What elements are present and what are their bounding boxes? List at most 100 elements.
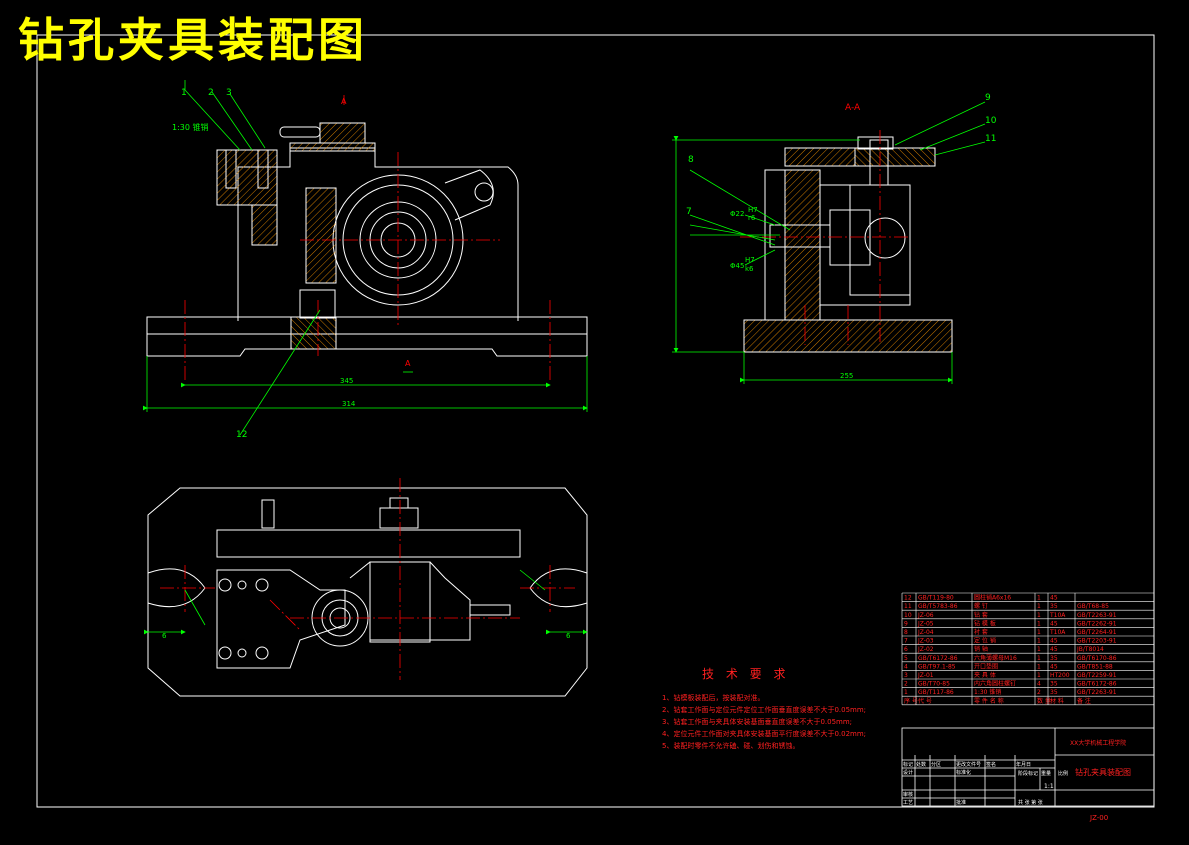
bom-cell: GB/T97.1-85 [918,663,956,670]
front-centerlines [184,95,551,380]
bom-cell: 9 [904,620,908,627]
bom-cell: 2 [1037,689,1041,696]
bom-cell: GB/T851-88 [1077,663,1113,670]
front-section-mark-bottom: A [405,359,411,368]
bom-header-cell: 序 号 [904,697,918,705]
bom-cell: GB/T2264-91 [1077,629,1117,636]
bom-cell: 1 [1037,655,1041,662]
bom-cell: JZ-02 [917,646,934,653]
title-block-label: 分区 [931,761,941,768]
bom-cell: 1 [1037,646,1041,653]
top-centerlines [160,478,575,680]
bom-cell: 7 [904,638,908,645]
top-dims [144,569,588,635]
tech-item: 1、钻模板装配后，按装配对准。 [662,694,765,702]
balloon-8: 8 [688,155,694,165]
bom-cell: GB/T70-85 [918,681,950,688]
front-view [146,122,588,357]
bom-cell: GB/T119-80 [918,595,954,602]
title-block-label: 审核 [903,791,913,798]
side-centerlines [740,130,910,345]
bom-cell: 1 [1037,638,1041,645]
bom-cell: JZ-06 [917,612,934,619]
title-block [901,727,1155,807]
title-block-label: 更改文件号 [956,761,981,768]
drawing-no: JZ-00 [1089,814,1108,822]
bom-cell: 衬 套 [974,628,988,636]
bom-cell: 35 [1050,681,1058,688]
side-fit2b: k6 [745,265,754,273]
tech-item: 5、装配时零件不允许磕、碰、划伤和锈蚀。 [662,742,800,750]
bom-cell: 2 [904,681,908,688]
balloon-1: 1 [181,88,187,98]
bom-cell: 钻 模 板 [974,619,996,627]
bom-cell: GB/T5783-86 [918,603,958,610]
top-dim-left: 6 [162,632,167,640]
title-block-label: 年月日 [1016,761,1031,768]
bom-cell: GB/T6170-86 [1077,655,1117,662]
bom-header-cell: 代 号 [918,697,932,705]
bom-cell: 45 [1050,595,1058,602]
side-dims [672,101,986,384]
school-name: XX大学机械工程学院 [1070,739,1126,747]
side-fit1b: r6 [748,214,756,222]
side-fit2: H7 [745,256,755,264]
bom-cell: GB/T2259-91 [1077,672,1117,679]
bom-cell: 35 [1050,655,1058,662]
bom-cell: GB/T68-85 [1077,603,1109,610]
bom-cell: 六角薄螺母M16 [974,654,1017,662]
bom-cell: GB/T117-86 [918,689,954,696]
balloon-3: 3 [226,88,232,98]
bom-header-cell: 材 料 [1050,697,1064,705]
title-block-label: 阶段标记 [1018,770,1038,777]
bom-cell: 45 [1050,663,1058,670]
title-block-label: 重量 [1041,770,1051,777]
bom-cell: GB/T6172-86 [918,655,958,662]
bom-cell: 6 [904,646,908,653]
bom-cell: 1 [1037,629,1041,636]
tech-item: 3、钻套工作面与夹具体安装基面垂直度误差不大于0.05mm; [662,718,853,726]
bom-cell: GB/T2263-91 [1077,689,1117,696]
side-d1: Φ22 [730,210,744,218]
balloon-2: 2 [208,88,214,98]
title-block-label: 标准化 [956,769,971,776]
balloon-7: 7 [686,207,692,217]
bom-cell: 1:30 锥销 [974,688,1001,696]
top-view [147,487,588,697]
front-note: 1:30 锥销 [172,122,209,132]
bom-cell: 10 [904,612,912,619]
bom-cell: T10A [1049,629,1066,636]
bom-cell: 圆柱销A6x16 [974,594,1011,602]
bom-cell: GB/T6172-86 [1077,681,1117,688]
bom-cell: 4 [1037,681,1041,688]
front-section-mark-top: A [341,97,347,106]
title-block-label: 处数 [916,761,926,768]
title-block-label: 批准 [956,799,966,806]
bom-cell: 3 [904,672,908,679]
title-block-label: 比例 [1058,770,1068,777]
top-dim-right: 6 [566,632,571,640]
bom-cell: HT200 [1050,672,1070,679]
drawing-title: 钻孔夹具装配图 [18,13,368,67]
bom-cell: 12 [904,595,912,602]
bom-header-cell: 数 量 [1037,697,1051,705]
tech-item: 4、定位元件工作面对夹具体安装基面平行度误差不大于0.02mm; [662,730,867,738]
bom-cell: JZ-01 [917,672,934,679]
bom-cell: 螺 钉 [974,602,988,610]
side-d2: Φ45 [730,262,744,270]
tech-list: 1、钻模板装配后，按装配对准。 2、钻套工作面与定位元件定位工作面垂直度误差不大… [662,692,866,752]
bom-cell: JB/T8014 [1076,646,1104,653]
bom-cell: 8 [904,629,908,636]
title-block-label: 设计 [903,769,913,776]
title-block-label: 签名 [986,761,996,768]
scale: 1:1 [1044,783,1054,790]
bom-cell: 4 [904,663,908,670]
bom-cell: 45 [1050,638,1058,645]
balloon-12: 12 [236,430,247,440]
balloon-11: 11 [985,134,996,144]
bom-cell: 开口垫圈 [974,662,998,670]
bom-cell: 35 [1050,689,1058,696]
